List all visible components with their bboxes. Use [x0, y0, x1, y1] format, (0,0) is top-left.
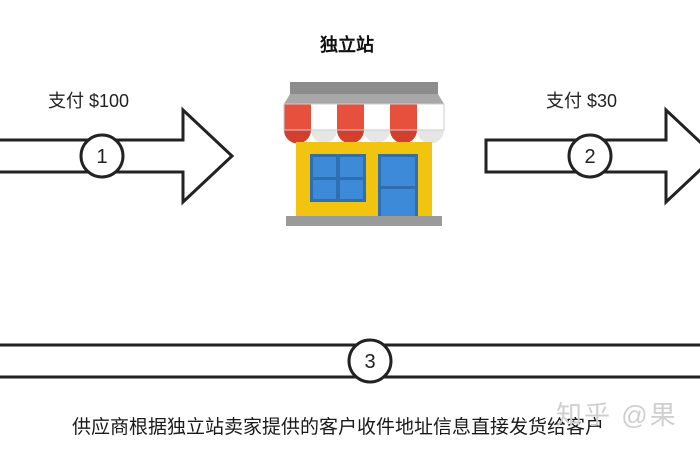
step-1-number: 1	[96, 146, 107, 168]
step-1-label: 支付 $100	[48, 91, 130, 111]
step-3-caption: 供应商根据独立站卖家提供的客户收件地址信息直接发货给客户	[72, 417, 605, 438]
step-3-circle	[347, 338, 393, 384]
step-2-number: 2	[584, 146, 595, 168]
step-2-label: 支付 $30	[546, 91, 618, 111]
step-2-circle	[567, 133, 613, 179]
watermark: 知乎 @果	[556, 400, 678, 430]
step-3-number: 3	[364, 351, 375, 373]
step-1-circle	[79, 133, 125, 179]
store-icon	[283, 82, 445, 226]
store-title: 独立站	[320, 35, 374, 55]
